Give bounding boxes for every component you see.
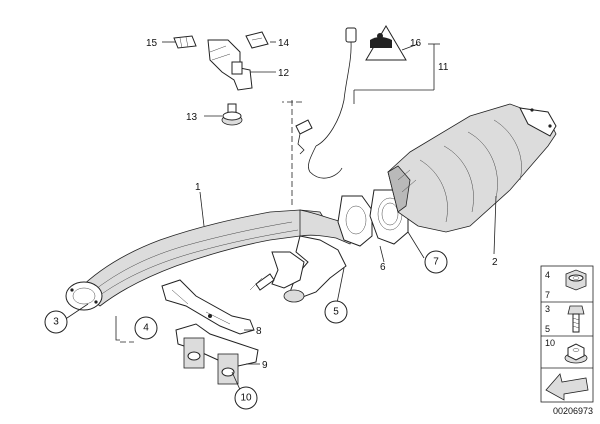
connector-15	[173, 35, 197, 49]
callout-3[interactable]: 3	[44, 310, 68, 334]
callout-8[interactable]: 8	[256, 326, 262, 337]
clip-14	[245, 31, 269, 49]
svg-text:8: 8	[256, 326, 262, 337]
callout-1[interactable]: 1	[195, 182, 201, 193]
bolt-13	[221, 103, 243, 126]
callout-15[interactable]: 15	[146, 38, 158, 49]
doc-number: 00206973	[553, 406, 593, 416]
callout-5[interactable]: 5	[324, 300, 348, 324]
y-pipe-section	[249, 235, 347, 303]
legend-flange-nut: 10	[545, 338, 588, 364]
legend-nut: 4 7	[545, 269, 587, 300]
callout-6[interactable]: 6	[380, 262, 386, 273]
catalytic-converter	[387, 103, 557, 233]
callout-13[interactable]: 13	[186, 112, 198, 123]
svg-text:3: 3	[53, 317, 59, 328]
svg-text:9: 9	[262, 360, 268, 371]
svg-text:15: 15	[146, 38, 158, 49]
svg-text:10: 10	[545, 338, 555, 348]
callout-11[interactable]: 11	[438, 62, 449, 73]
callout-10[interactable]: 10	[234, 386, 258, 410]
svg-text:3: 3	[545, 304, 550, 314]
oxygen-sensor	[295, 27, 357, 179]
svg-text:4: 4	[143, 323, 149, 334]
callout-14[interactable]: 14	[278, 38, 290, 49]
svg-text:5: 5	[333, 307, 339, 318]
callout-7[interactable]: 7	[424, 250, 448, 274]
legend-arrow-icon	[545, 373, 589, 401]
legend-panel: 4 7 3 5 10	[540, 265, 594, 403]
svg-text:6: 6	[380, 262, 386, 273]
callout-12[interactable]: 12	[278, 68, 290, 79]
legend-bolt: 3 5	[545, 304, 585, 334]
svg-text:5: 5	[545, 324, 550, 334]
leader-lines	[63, 41, 497, 395]
svg-text:7: 7	[545, 290, 550, 300]
bracket-9	[175, 323, 259, 385]
svg-text:2: 2	[492, 257, 498, 268]
callout-16[interactable]: 16	[410, 38, 422, 49]
callout-9[interactable]: 9	[262, 360, 268, 371]
svg-text:1: 1	[195, 182, 201, 193]
gasket-6	[337, 195, 373, 247]
svg-text:12: 12	[278, 68, 290, 79]
callout-2[interactable]: 2	[492, 257, 498, 268]
svg-text:16: 16	[410, 38, 422, 49]
svg-text:11: 11	[438, 62, 449, 73]
bracket-12	[207, 39, 253, 91]
svg-text:7: 7	[433, 257, 439, 268]
warning-label	[365, 25, 407, 61]
bracket-8	[161, 279, 255, 335]
svg-text:13: 13	[186, 112, 198, 123]
svg-text:14: 14	[278, 38, 290, 49]
callout-4[interactable]: 4	[134, 316, 158, 340]
svg-text:4: 4	[545, 270, 550, 280]
svg-text:10: 10	[240, 393, 252, 404]
